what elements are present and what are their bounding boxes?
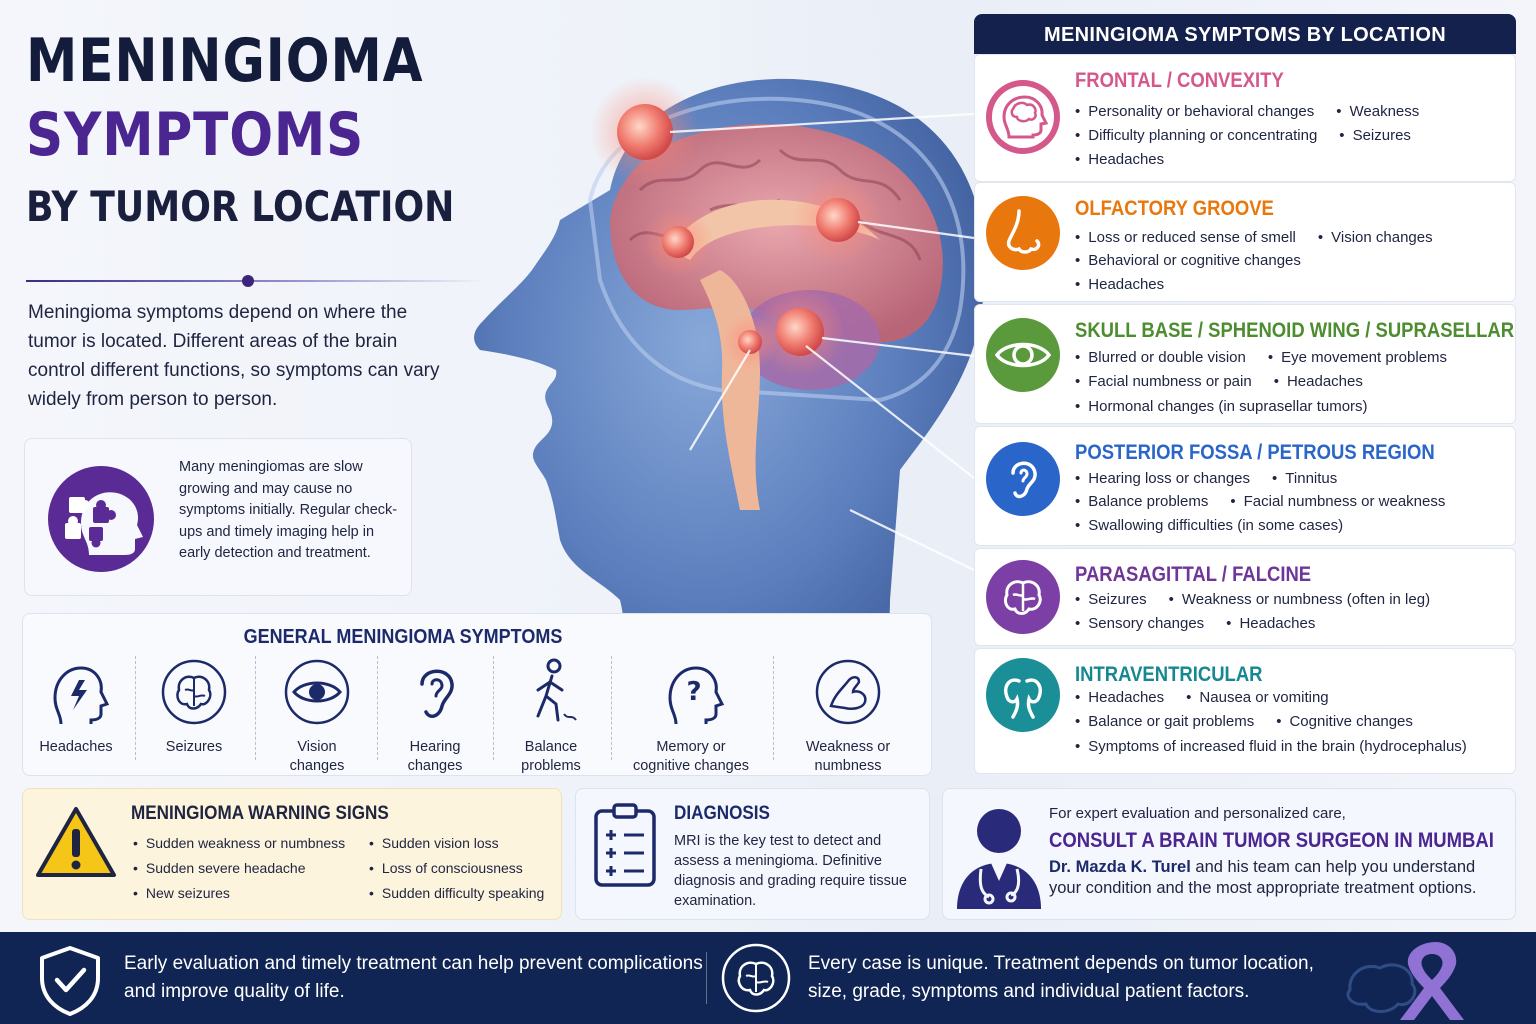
ear-icon [420,669,454,718]
symptom-seizures: Seizures [149,654,239,770]
title-divider [26,275,486,287]
brain-icon [985,559,1061,635]
location-title-olfactory: OLFACTORY GROOVE [1075,197,1274,220]
question-head-icon: ? [668,666,725,725]
warning-triangle-icon [35,805,117,879]
location-card-parasagittal: PARASAGITTAL / FALCINE SeizuresWeakness … [974,548,1516,646]
location-title-frontal: FRONTAL / CONVEXITY [1075,69,1284,92]
awareness-ribbon-icon [1340,938,1520,1022]
diagnosis-title: DIAGNOSIS [674,803,770,824]
location-row: Loss or reduced sense of smellVision cha… [1075,229,1455,246]
symptom-hearing: Hearing changes [389,654,481,774]
location-card-intraventricular: INTRAVENTRICULAR HeadachesNausea or vomi… [974,648,1516,774]
note-text: Many meningiomas are slow growing and ma… [179,459,398,561]
general-symptoms-title: GENERAL MENINGIOMA SYMPTOMS [243,626,563,648]
headache-icon [53,666,110,725]
warning-list-2: Sudden vision loss Loss of consciousness… [369,831,544,906]
location-row: Sensory changesHeadaches [1075,615,1337,632]
page-title-line3: BY TUMOR LOCATION [26,182,455,231]
walking-person-icon [536,658,577,722]
symptom-vision: Vision changes [271,654,363,774]
location-row: Balance or gait problemsCognitive change… [1075,713,1435,730]
nose-icon [985,195,1061,271]
ear-icon [985,441,1061,517]
consult-card: For expert evaluation and personalized c… [942,788,1516,920]
location-card-posterior-fossa: POSTERIOR FOSSA / PETROUS REGION Hearing… [974,426,1516,546]
location-card-frontal: FRONTAL / CONVEXITY Personality or behav… [974,54,1516,182]
location-row: Hormonal changes (in suprasellar tumors) [1075,398,1390,415]
diagnosis-text: MRI is the key test to detect and assess… [674,833,907,909]
symptom-weakness: Weakness or numbness [789,654,907,774]
page-title-line2: SYMPTOMS [26,100,365,170]
symptom-balance: Balance problems [507,654,595,774]
location-card-olfactory: OLFACTORY GROOVE Loss or reduced sense o… [974,182,1516,302]
footer-bar: Early evaluation and timely treatment ca… [0,932,1536,1024]
page-title-line1: MENINGIOMA [26,26,424,96]
warning-signs-card: MENINGIOMA WARNING SIGNS Sudden weakness… [22,788,562,920]
brain-icon [720,942,792,1014]
eye-icon [985,317,1061,393]
general-symptoms-panel: GENERAL MENINGIOMA SYMPTOMS Headaches Se… [22,613,932,776]
locations-header: MENINGIOMA SYMPTOMS BY LOCATION [974,14,1516,54]
clipboard-icon [590,801,660,889]
location-row: Balance problemsFacial numbness or weakn… [1075,493,1467,510]
location-row: Swallowing difficulties (in some cases) [1075,517,1365,534]
ventricles-icon [985,657,1061,733]
location-row: Headaches [1075,151,1186,168]
doctor-name: Dr. Mazda K. Turel [1049,858,1191,876]
location-title-skull-base: SKULL BASE / SPHENOID WING / SUPRASELLAR [1075,319,1515,342]
note-card: Many meningiomas are slow growing and ma… [24,438,412,596]
footer-text-2: Every case is unique. Treatment depends … [808,953,1314,1002]
location-row: HeadachesNausea or vomiting [1075,689,1351,706]
location-row: Headaches [1075,276,1186,293]
puzzle-head-icon [45,463,157,575]
title-block: MENINGIOMA SYMPTOMS BY TUMOR LOCATION [26,24,496,242]
consult-text: Dr. Mazda K. Turel and his team can help… [1049,858,1477,897]
brain-head-illustration [460,40,1060,741]
symptom-memory: ? Memory or cognitive changes [623,654,759,774]
shield-check-icon [36,944,104,1016]
location-row: SeizuresWeakness or numbness (often in l… [1075,591,1452,608]
warning-title: MENINGIOMA WARNING SIGNS [131,803,389,824]
location-row: Behavioral or cognitive changes [1075,252,1323,269]
location-title-intraventricular: INTRAVENTRICULAR [1075,663,1263,686]
location-row: Facial numbness or painHeadaches [1075,373,1385,390]
location-row: Hearing loss or changesTinnitus [1075,470,1359,487]
location-title-parasagittal: PARASAGITTAL / FALCINE [1075,563,1312,586]
location-row: Blurred or double visionEye movement pro… [1075,349,1469,366]
location-row: Symptoms of increased fluid in the brain… [1075,738,1489,755]
arm-icon [815,659,881,725]
symptom-headaches: Headaches [31,654,121,770]
consult-title: CONSULT A BRAIN TUMOR SURGEON IN MUMBAI [1049,829,1494,852]
footer-text-1: Early evaluation and timely treatment ca… [124,953,703,1002]
eye-icon [284,659,350,725]
intro-text: Meningioma symptoms depend on where the … [28,302,440,410]
brain-icon [161,659,227,725]
location-row: Personality or behavioral changesWeaknes… [1075,103,1441,120]
doctor-icon [951,801,1047,911]
diagnosis-card: DIAGNOSIS MRI is the key test to detect … [575,788,930,920]
location-title-posterior-fossa: POSTERIOR FOSSA / PETROUS REGION [1075,441,1435,464]
location-card-skull-base: SKULL BASE / SPHENOID WING / SUPRASELLAR… [974,304,1516,424]
consult-intro: For expert evaluation and personalized c… [1049,805,1346,822]
warning-list-1: Sudden weakness or numbness Sudden sever… [133,831,345,906]
location-row: Difficulty planning or concentratingSeiz… [1075,127,1433,144]
brain-head-icon [985,79,1061,155]
svg-text:?: ? [686,677,701,707]
